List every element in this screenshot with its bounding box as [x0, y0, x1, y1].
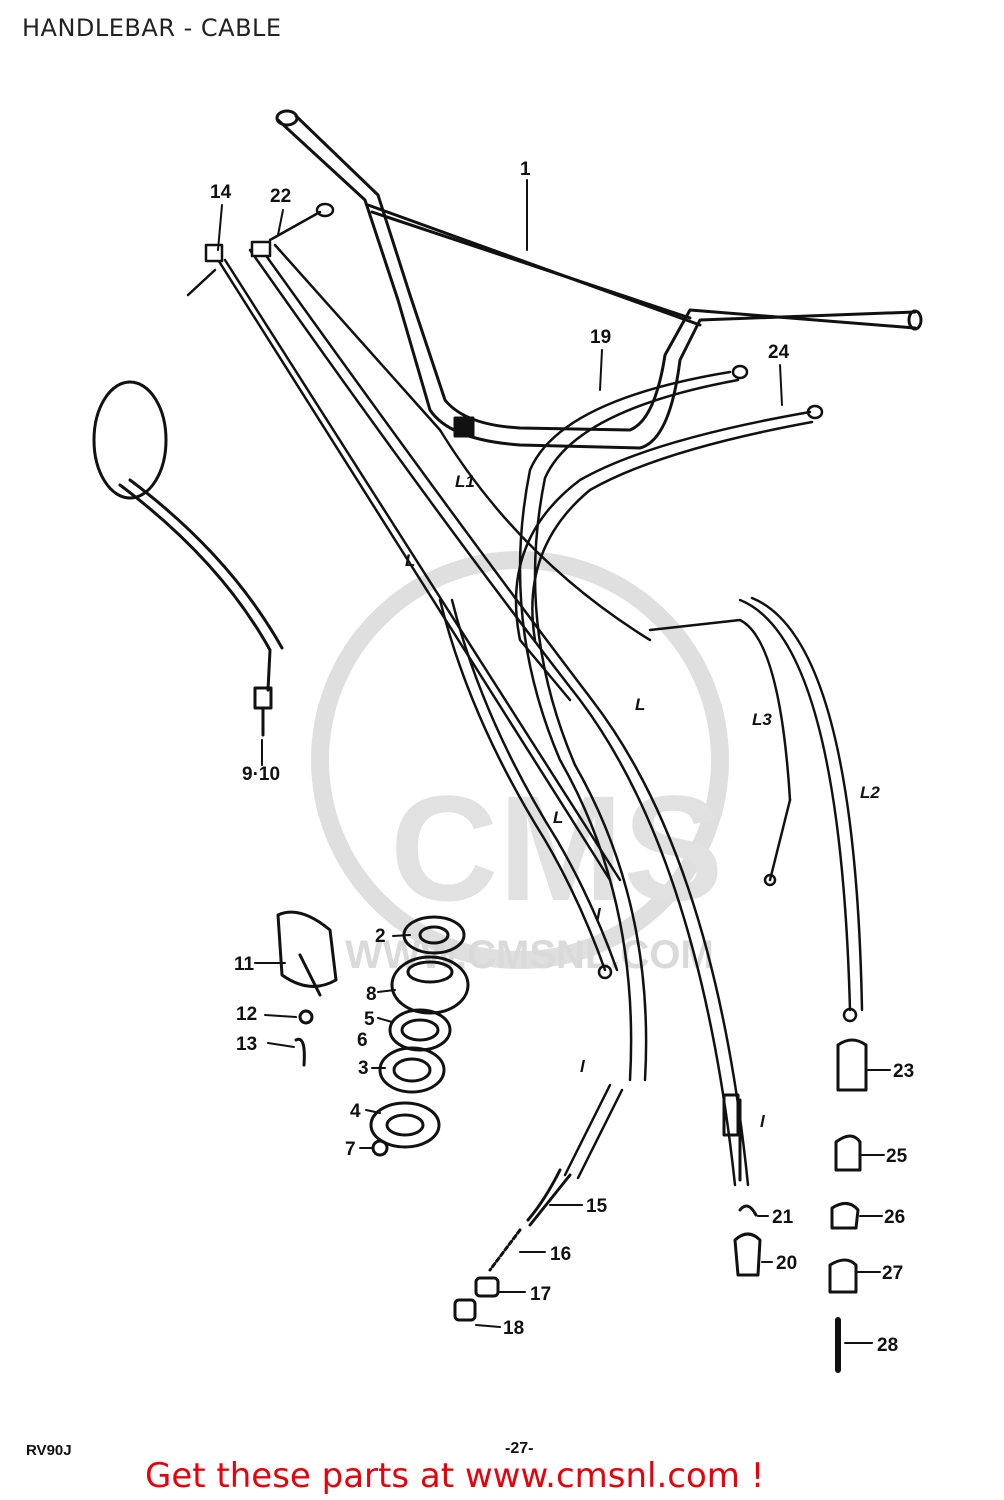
- dim-L3: L3: [752, 710, 772, 729]
- callout-2: 2: [375, 926, 386, 947]
- leader-lines: [217, 179, 891, 1344]
- callout-19: 19: [590, 327, 611, 348]
- callout-15: 15: [586, 1196, 608, 1217]
- promo-banner[interactable]: Get these parts at www.cmsnl.com !: [145, 1456, 765, 1496]
- callout-12: 12: [236, 1004, 257, 1025]
- callout-23: 23: [893, 1061, 914, 1082]
- callout-6: 6: [357, 1030, 368, 1051]
- callout-5: 5: [364, 1009, 375, 1030]
- callout-28: 28: [877, 1335, 898, 1356]
- callout-24: 24: [768, 342, 790, 363]
- callout-21: 21: [772, 1207, 794, 1228]
- watermark-url: WWW.CMSNL.COM: [345, 933, 714, 977]
- callout-4: 4: [350, 1101, 361, 1122]
- watermark-text: CMS: [390, 764, 723, 932]
- handlebar: [275, 109, 923, 450]
- dim-l-right: l: [760, 1112, 766, 1131]
- callout-9-10: 9·10: [242, 764, 280, 785]
- mirror: [92, 380, 284, 737]
- throttle-housing-parts: [276, 910, 470, 1157]
- dim-L1: L1: [455, 472, 475, 491]
- callout-16: 16: [550, 1244, 571, 1265]
- callout-7: 7: [345, 1139, 356, 1160]
- callout-27: 27: [882, 1263, 903, 1284]
- callout-1: 1: [520, 159, 531, 180]
- dim-l-upper: l: [596, 905, 602, 924]
- cable-lower-right: [438, 596, 864, 1180]
- callout-18: 18: [503, 1318, 524, 1339]
- watermark-logo: CMS WWW.CMSNL.COM: [311, 551, 729, 977]
- model-code: RV90J: [26, 1442, 72, 1459]
- callout-26: 26: [884, 1207, 905, 1228]
- cable-19-24: [514, 364, 824, 1082]
- callout-22: 22: [270, 186, 291, 207]
- page-title: HANDLEBAR - CABLE: [22, 14, 282, 42]
- callout-14: 14: [210, 182, 232, 203]
- page-number: -27-: [505, 1440, 534, 1457]
- dim-L-upper: L: [405, 551, 415, 570]
- dim-l-middle: l: [580, 1057, 586, 1076]
- dim-L2: L2: [860, 783, 880, 802]
- callout-25: 25: [886, 1146, 908, 1167]
- dim-L-lower: L: [553, 808, 563, 827]
- callout-11: 11: [234, 954, 255, 975]
- throttle-end-parts: [453, 1038, 868, 1373]
- callout-13: 13: [236, 1034, 257, 1055]
- callout-17: 17: [530, 1284, 551, 1305]
- callout-8: 8: [366, 984, 377, 1005]
- dimension-labels: L1 L L L3 L2 L l l l: [405, 472, 880, 1131]
- dim-L-right: L: [635, 695, 645, 714]
- callout-3: 3: [358, 1058, 369, 1079]
- callout-20: 20: [776, 1253, 797, 1274]
- callout-numbers: 1 14 22 19 24 9·10 11 2 8 12 5 13 6 3 4 …: [210, 159, 914, 1356]
